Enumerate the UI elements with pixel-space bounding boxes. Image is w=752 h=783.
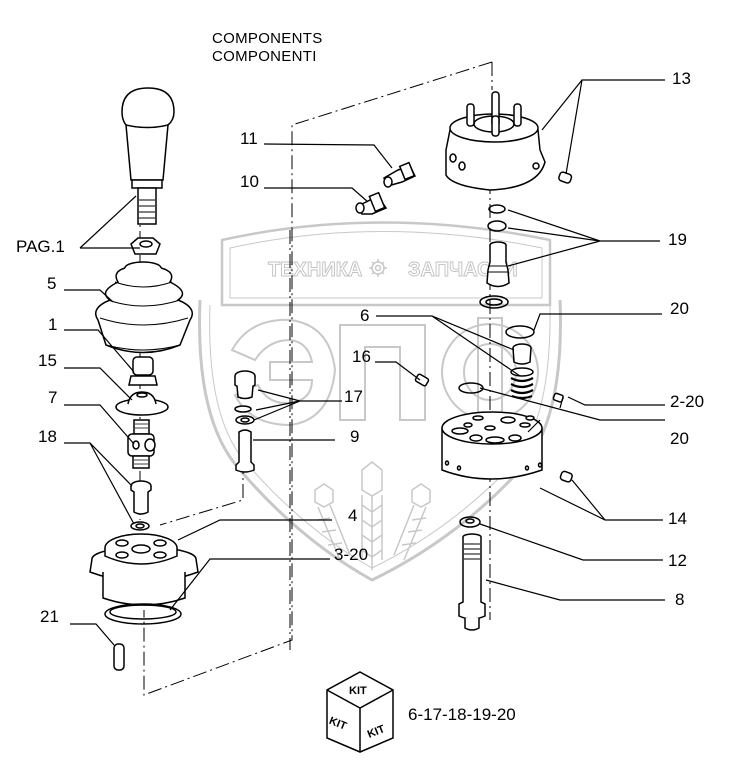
set-screw-13	[558, 171, 573, 184]
seals-19	[487, 204, 507, 232]
callout-8: 8	[675, 590, 685, 609]
pushrod-9	[235, 429, 255, 473]
callout-11: 11	[240, 129, 258, 148]
leader-lines	[64, 79, 665, 646]
plunger-19	[486, 241, 510, 288]
oring-20	[458, 382, 484, 394]
seal-ring-20	[479, 295, 535, 339]
assembly-centerlines	[139, 61, 493, 696]
callout-20-lower: 20	[670, 429, 689, 448]
top-housing	[445, 91, 546, 191]
valve-body-14	[441, 411, 543, 480]
callout-3-20: 3-20	[334, 545, 369, 564]
kit-cube-top-label: KIT	[349, 685, 367, 697]
title-italian: COMPONENTI	[212, 48, 317, 65]
callout-18: 18	[38, 427, 57, 446]
watermark-wheat	[314, 461, 431, 570]
watermark-gear-icon	[369, 259, 387, 277]
nut	[130, 237, 161, 255]
fitting-11	[383, 161, 417, 188]
universal-joint	[127, 419, 156, 469]
callout-19: 19	[668, 230, 687, 249]
washer-12	[459, 516, 481, 528]
spring-6	[510, 343, 534, 400]
callout-14: 14	[668, 509, 687, 528]
callout-4: 4	[348, 506, 358, 525]
callout-20-upper: 20	[670, 299, 689, 318]
title-english: COMPONENTS	[212, 30, 323, 47]
pin-21	[113, 643, 125, 671]
plug-18	[130, 480, 152, 531]
watermark-banner	[220, 221, 552, 307]
cup-plate	[115, 391, 169, 416]
callout-7: 7	[48, 388, 58, 407]
callout-9: 9	[350, 427, 360, 446]
callout-10: 10	[240, 172, 259, 191]
kit-parts-list: 6-17-18-19-20	[408, 705, 516, 724]
bushing	[128, 356, 158, 386]
plug-16	[414, 373, 430, 387]
base-flange	[89, 533, 199, 606]
base-seal-ring	[104, 603, 182, 625]
watermark-letter-p	[339, 324, 426, 421]
callout-5: 5	[47, 274, 57, 293]
callout-21: 21	[40, 607, 59, 626]
lever-knob	[121, 87, 175, 225]
callout-16: 16	[352, 347, 371, 366]
diagram-title: COMPONENTS COMPONENTI	[212, 30, 323, 66]
watermark-text-left: ТЕХНИКА	[268, 259, 362, 281]
watermark-shield	[198, 299, 562, 582]
rubber-boot	[95, 261, 193, 354]
kit-cube-icon	[326, 671, 394, 753]
callout-12: 12	[668, 551, 687, 570]
callout-2-20: 2-20	[670, 392, 705, 411]
set-screw-14	[559, 470, 573, 483]
fitting-10	[355, 191, 388, 215]
callout-pag1: PAG.1	[16, 237, 65, 256]
stud-bolt-8	[458, 533, 486, 631]
callout-17: 17	[344, 387, 363, 406]
callout-6: 6	[360, 306, 370, 325]
callout-13: 13	[672, 69, 691, 88]
callout-15: 15	[38, 351, 57, 370]
watermark-letter-e	[230, 318, 337, 427]
plug-17	[234, 370, 256, 425]
callout-1: 1	[48, 315, 58, 334]
